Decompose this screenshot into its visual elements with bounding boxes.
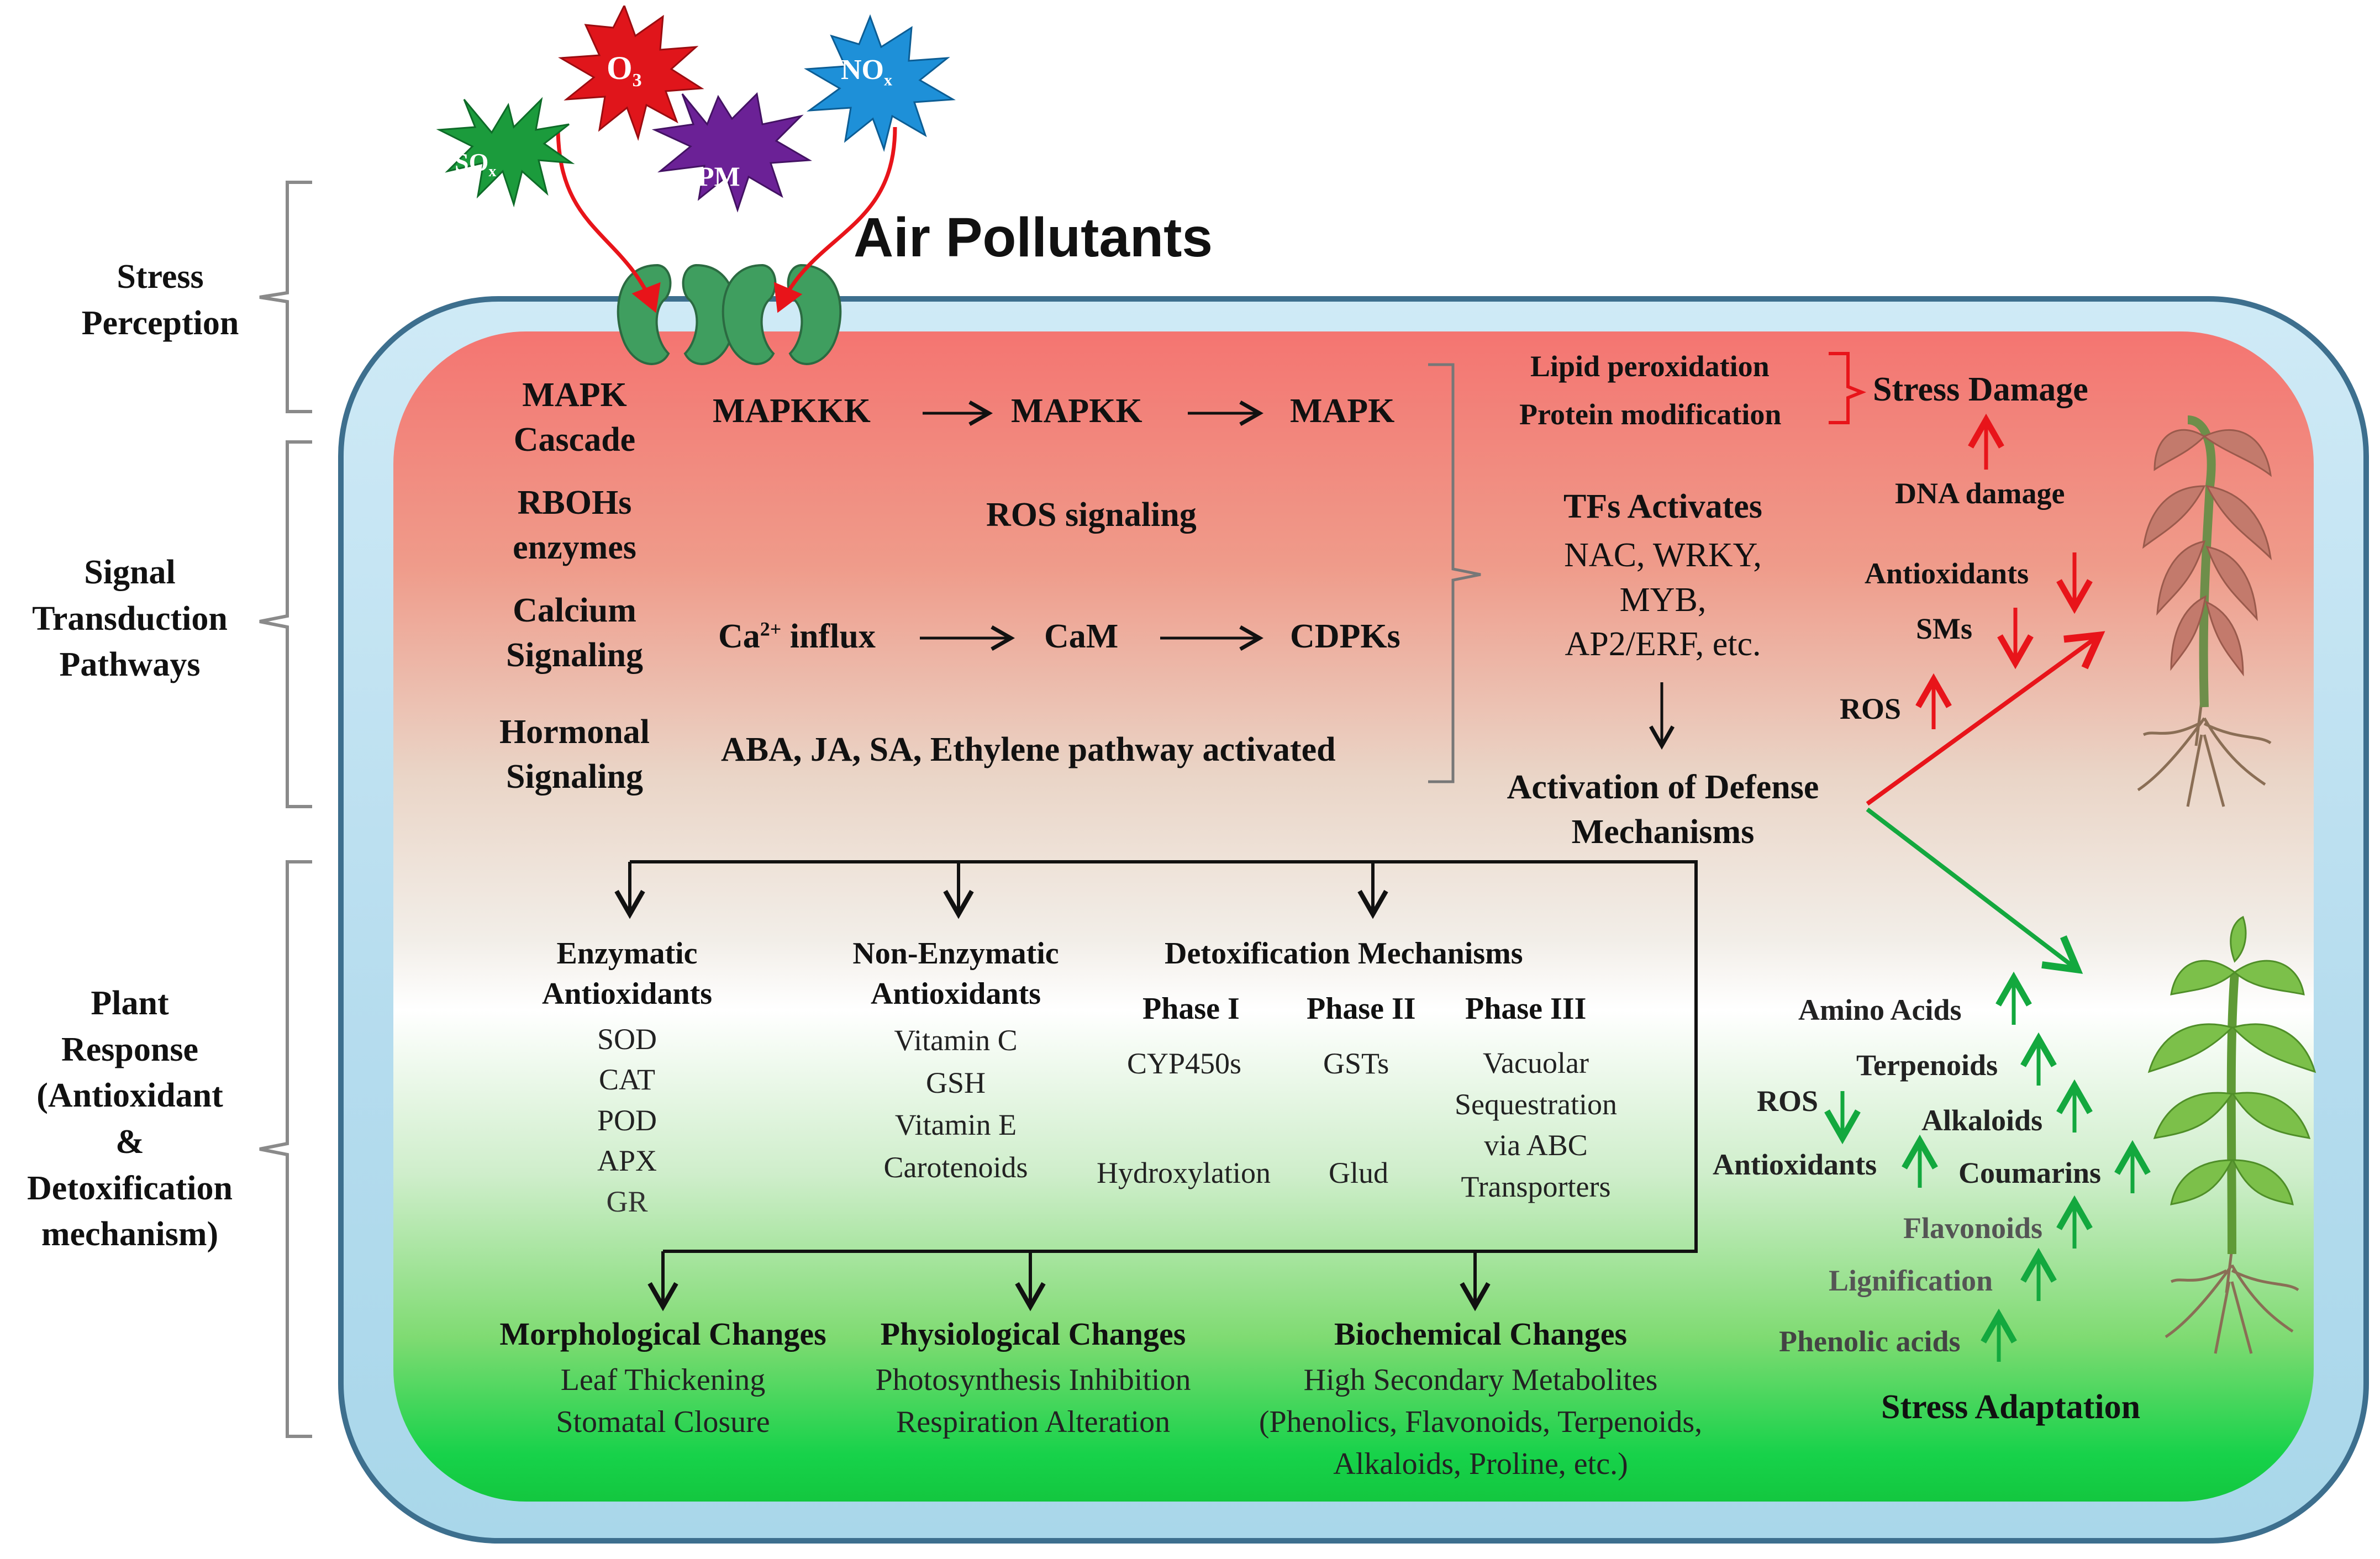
cell-interior [393,331,2314,1502]
adapt-ros: ROS [1757,1084,1819,1118]
hormonal-signaling-label: Hormonal Signaling [499,713,650,796]
stress-adaptation-label: Stress Adaptation [1881,1388,2141,1426]
phase2-title: Phase II [1307,992,1416,1026]
section-stress-perception: Stress Perception [81,258,239,342]
phase1-hydroxylation: Hydroxylation [1097,1156,1271,1189]
bracket-stress-perception [259,181,312,413]
tfs-list: NAC, WRKY, MYB, AP2/ERF, etc. [1564,536,1762,663]
tfs-title: TFs Activates [1563,488,1762,525]
gsh: GSH [925,1066,986,1099]
pollutant-label-so: SOx [455,148,497,181]
cdpks-step: CDPKs [1290,618,1400,655]
damage-sms: SMs [1916,612,1973,645]
pollutant-bursts [436,6,956,213]
damage-small-arrows [1915,413,2093,729]
non-enzymatic-antioxidants-list: Vitamin C GSH Vitamin E Carotenoids [818,1019,1094,1189]
enzyme-pod: POD [597,1103,657,1137]
morphological-changes-title: Morphological Changes [499,1316,826,1352]
ros-signaling: ROS signaling [986,496,1197,534]
adapt-phenolic-acids: Phenolic acids [1779,1325,1961,1358]
signaling-brace [1428,363,1481,783]
calcium-signaling-label: Calcium Signaling [506,592,644,674]
enzyme-apx: APX [597,1144,657,1178]
section-plant-response: Plant Response (Antioxidant & Detoxifica… [27,984,233,1253]
phase3-vacuolar: Vacuolar Sequestration via ABC Transport… [1455,1046,1617,1203]
damage-arrow [1866,631,2105,806]
section-brackets [259,181,312,1438]
adapt-antioxidants: Antioxidants [1713,1148,1877,1181]
damage-brace [1829,352,1867,424]
diagram-title: Air Pollutants [854,207,1213,268]
mapkk-step: MAPKK [1011,392,1142,430]
adaptation-small-arrows [1824,971,2151,1362]
bracket-signal-transduction [259,440,312,808]
so-x-burst [436,97,575,208]
vitamin-c: Vitamin C [894,1024,1018,1057]
calcium-influx-step: Ca2+ influx [718,618,876,655]
pollutant-label-pm: PM [697,161,740,192]
adaptation-arrow [1866,807,2083,974]
response-flow [614,860,1698,1312]
vitamin-e: Vitamin E [894,1108,1017,1142]
adapt-terpenoids: Terpenoids [1856,1049,1998,1082]
bracket-plant-response [259,860,312,1438]
pollutant-arrow-left [556,127,661,313]
pm-burst [651,92,812,213]
cam-step: CaM [1044,618,1119,655]
adapt-alkaloids: Alkaloids [1921,1104,2043,1137]
non-enzymatic-antioxidants-title: Non-Enzymatic Antioxidants [852,936,1059,1011]
morphological-changes-text: Leaf Thickening Stomatal Closure [556,1363,770,1440]
adapt-lignification: Lignification [1829,1264,1993,1297]
healthy-plant-icon [2147,915,2316,1354]
dna-damage: DNA damage [1895,477,2065,510]
stomata-icon [617,264,842,365]
pollutant-label-no: NOx [841,54,892,89]
mapk-step: MAPK [1290,392,1395,430]
nox-burst [804,14,956,152]
physiological-changes-title: Physiological Changes [880,1316,1186,1352]
wilted-plant-icon [2137,415,2272,807]
mapk-cascade-label: MAPK Cascade [513,376,636,459]
damage-ros: ROS [1840,692,1902,725]
carotenoids: Carotenoids [883,1151,1028,1184]
adapt-coumarins: Coumarins [1958,1156,2102,1189]
hormone-pathways: ABA, JA, SA, Ethylene pathway activated [721,731,1336,768]
phase2-gsts: GSTs [1323,1047,1389,1080]
phase1-title: Phase I [1142,992,1240,1026]
enzymatic-antioxidants-title: Enzymatic Antioxidants [541,936,713,1011]
lipid-peroxidation: Lipid peroxidation [1530,350,1770,383]
phase1-cyp450s: CYP450s [1127,1047,1242,1080]
defense-activation: Activation of Defense Mechanisms [1507,768,1819,851]
rboh-label: RBOHs enzymes [513,484,636,566]
pollutant-label-o3: O3 [607,50,642,91]
stress-damage-label: Stress Damage [1873,371,2088,408]
pollutant-arrow-right [773,127,897,313]
detox-title: Detoxification Mechanisms [1165,936,1523,971]
section-signal-transduction: Signal Transduction Pathways [32,554,228,684]
adapt-amino-acids: Amino Acids [1798,993,1962,1026]
signaling-arrows [920,400,1675,750]
enzyme-cat: CAT [598,1063,655,1097]
biochemical-changes-text: High Secondary Metabolites (Phenolics, F… [1259,1363,1703,1482]
enzymatic-antioxidants-list: SOD CAT POD APX GR [497,1019,757,1222]
protein-modification: Protein modification [1519,398,1782,431]
phase3-title: Phase III [1465,992,1587,1026]
biochemical-changes-title: Biochemical Changes [1334,1316,1628,1352]
o3-burst [558,6,704,141]
enzyme-sod: SOD [597,1023,657,1056]
damage-antioxidants: Antioxidants [1865,557,2029,590]
adapt-flavonoids: Flavonoids [1903,1212,2043,1245]
physiological-changes-text: Photosynthesis Inhibition Respiration Al… [875,1363,1191,1440]
enzyme-gr: GR [606,1184,648,1218]
phase2-glud: Glud [1329,1156,1388,1189]
mapkkk-step: MAPKKK [713,392,871,430]
